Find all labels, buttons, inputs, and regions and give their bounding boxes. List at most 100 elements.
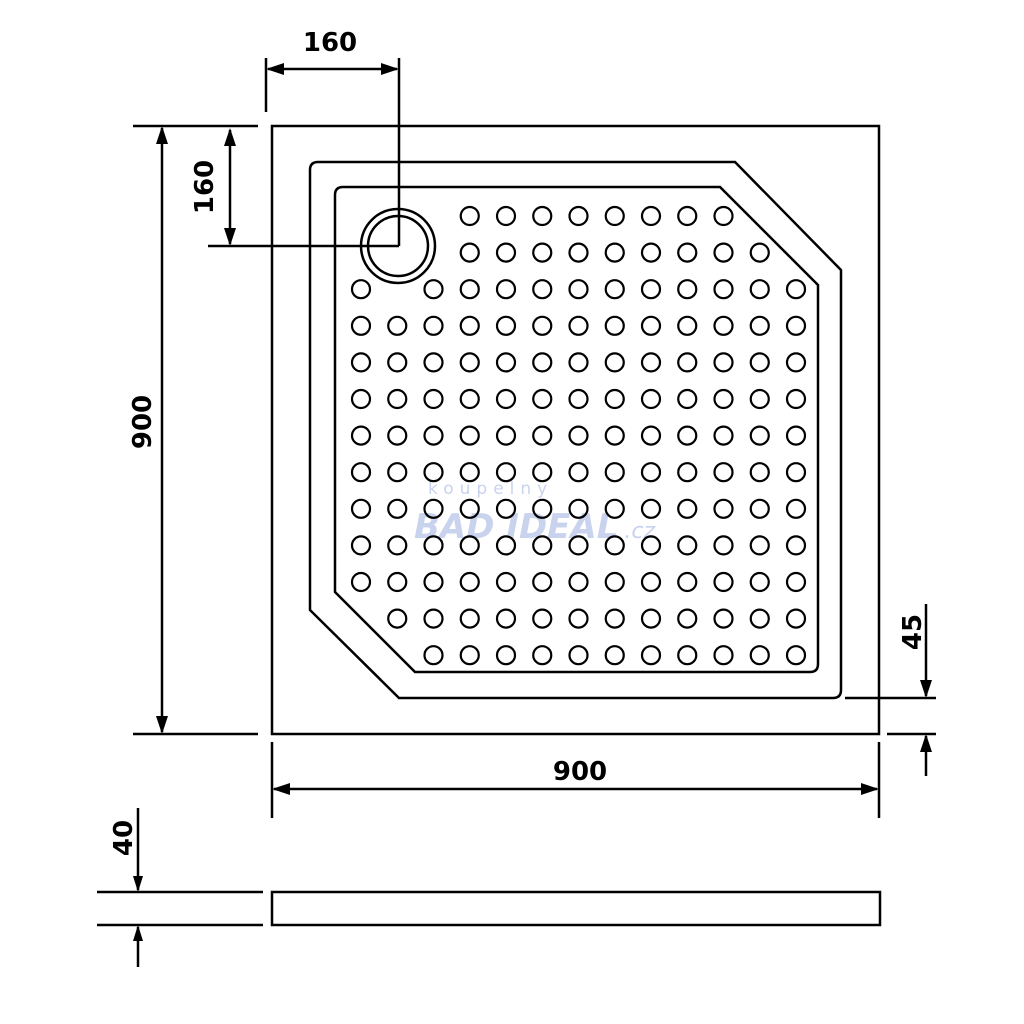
anti-slip-dot [459, 425, 480, 446]
anti-slip-dot [532, 279, 553, 300]
anti-slip-dot [713, 242, 734, 263]
anti-slip-dot [459, 352, 480, 373]
dim-drain-offset-y: 160 [190, 160, 220, 214]
anti-slip-dot [749, 571, 770, 593]
anti-slip-dot [604, 498, 625, 519]
anti-slip-dot [677, 205, 698, 227]
anti-slip-dot [713, 498, 734, 519]
anti-slip-dot [713, 645, 734, 666]
watermark: koupelny BAD IDEAL.cz [414, 479, 655, 547]
watermark-brand: BAD IDEAL.cz [414, 507, 655, 547]
anti-slip-dot [459, 645, 480, 666]
anti-slip-dot [677, 608, 698, 629]
anti-slip-dot [568, 388, 589, 410]
anti-slip-dot [350, 315, 372, 336]
anti-slip-dot [604, 571, 625, 593]
anti-slip-dot [387, 571, 408, 593]
anti-slip-dot [495, 388, 517, 410]
anti-slip-dot [495, 242, 517, 263]
anti-slip-dot [495, 571, 517, 593]
anti-slip-dot [568, 498, 589, 519]
anti-slip-dot [387, 352, 408, 373]
anti-slip-dot [387, 608, 408, 629]
anti-slip-dot [532, 205, 553, 227]
anti-slip-dot [568, 315, 589, 336]
anti-slip-dot [785, 498, 807, 519]
anti-slip-dot [532, 425, 553, 446]
anti-slip-dot [604, 279, 625, 300]
anti-slip-dot [677, 279, 698, 300]
anti-slip-dot [749, 388, 770, 410]
anti-slip-dot [568, 535, 589, 556]
anti-slip-dot [350, 535, 372, 556]
anti-slip-dot [713, 279, 734, 300]
anti-slip-dot [604, 315, 625, 336]
anti-slip-dot [749, 498, 770, 519]
dim-width: 900 [553, 757, 607, 787]
anti-slip-dot [640, 425, 662, 446]
anti-slip-dot [350, 571, 372, 593]
anti-slip-dot [785, 388, 807, 410]
anti-slip-dot [568, 242, 589, 263]
anti-slip-dot [495, 315, 517, 336]
anti-slip-dot [568, 608, 589, 629]
anti-slip-dot [350, 388, 372, 410]
anti-slip-dot [459, 498, 480, 519]
anti-slip-dot [677, 645, 698, 666]
anti-slip-dot [640, 279, 662, 300]
anti-slip-dot [495, 205, 517, 227]
anti-slip-dot [387, 535, 408, 556]
watermark-line3: .cz [624, 519, 655, 544]
anti-slip-dot [749, 279, 770, 300]
anti-slip-dot [640, 205, 662, 227]
anti-slip-dot [604, 388, 625, 410]
anti-slip-dot [532, 462, 553, 483]
anti-slip-dot [713, 425, 734, 446]
anti-slip-dot [423, 535, 444, 556]
anti-slip-dot [640, 535, 662, 556]
anti-slip-dot [532, 388, 553, 410]
anti-slip-dot [713, 608, 734, 629]
anti-slip-dot [459, 315, 480, 336]
anti-slip-dot [568, 352, 589, 373]
anti-slip-dot [568, 425, 589, 446]
anti-slip-dot [677, 352, 698, 373]
anti-slip-dot [749, 425, 770, 446]
anti-slip-dot [532, 571, 553, 593]
anti-slip-dot [677, 242, 698, 263]
anti-slip-dot [350, 462, 372, 483]
anti-slip-dot [713, 205, 734, 227]
anti-slip-dot [604, 425, 625, 446]
anti-slip-dot [568, 205, 589, 227]
dimension-arrowheads [133, 63, 932, 941]
anti-slip-dot [677, 571, 698, 593]
anti-slip-dot [423, 352, 444, 373]
anti-slip-dot [713, 462, 734, 483]
anti-slip-dot [459, 242, 480, 263]
anti-slip-dot [532, 242, 553, 263]
anti-slip-dot [459, 388, 480, 410]
anti-slip-dot [459, 462, 480, 483]
anti-slip-dot [640, 608, 662, 629]
anti-slip-dot [677, 498, 698, 519]
anti-slip-dot [350, 352, 372, 373]
anti-slip-dot [677, 388, 698, 410]
anti-slip-dot [532, 352, 553, 373]
anti-slip-dot [459, 608, 480, 629]
anti-slip-dot [677, 425, 698, 446]
anti-slip-dot [532, 315, 553, 336]
anti-slip-dot [640, 498, 662, 519]
anti-slip-dot [713, 388, 734, 410]
anti-slip-dot [495, 498, 517, 519]
anti-slip-dot [713, 571, 734, 593]
anti-slip-dot [640, 242, 662, 263]
tray-outer-outline [270, 124, 881, 736]
anti-slip-dot [785, 315, 807, 336]
anti-slip-dot [785, 571, 807, 593]
anti-slip-dot [713, 352, 734, 373]
anti-slip-dot [423, 315, 444, 336]
anti-slip-dot [640, 462, 662, 483]
anti-slip-dot [532, 535, 553, 556]
